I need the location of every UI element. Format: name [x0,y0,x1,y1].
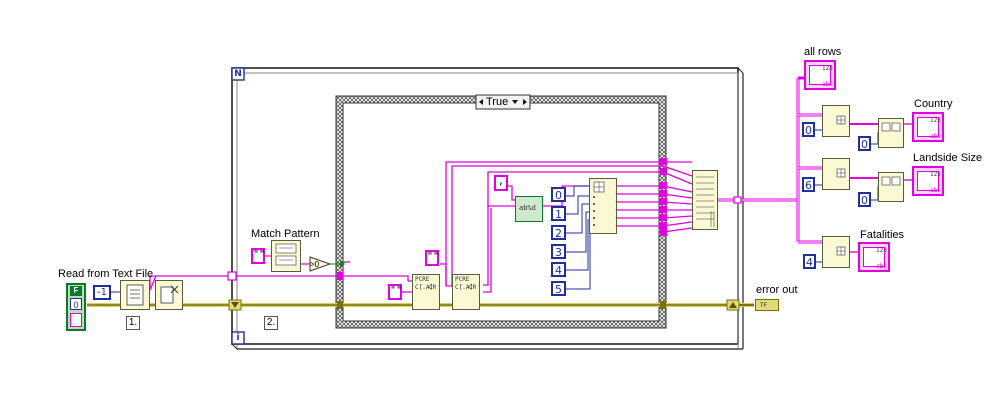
all-rows-indicator[interactable]: 123 abc [804,60,836,90]
fatalities-label: Fatalities [860,229,905,241]
fatalities-indicator[interactable]: 123 abc [858,242,890,272]
match-pattern-icon [275,243,297,266]
landside-123: 123 [930,171,941,178]
pcre-label-1: PCRE [415,276,430,283]
spreadsheet-string-to-array-function[interactable]: ab%d [515,196,543,222]
loop-iteration-terminal[interactable] [231,331,245,345]
row-index-country-constant[interactable]: 0 [802,122,815,137]
fatalities-abc: abc [876,263,887,270]
pcre-pattern-string[interactable]: "" [388,284,402,300]
index-col-country[interactable] [878,118,904,148]
pcre-search-string[interactable]: "" [425,250,439,266]
case-selector[interactable] [475,94,531,110]
pcre-label-2: PCRE [455,276,470,283]
index-constant-4[interactable]: 4 [551,262,566,277]
greater-than-zero-function[interactable] [309,256,331,272]
row-index-fatalities-constant[interactable]: 4 [803,254,816,269]
col-index-landside-constant[interactable]: 0 [858,192,871,207]
match-pattern-search-string[interactable]: "" [251,248,265,264]
close-file-icon [160,285,179,304]
index-icon-country [836,115,846,125]
country-abc: abc [930,133,941,140]
pcre-label-1b: C[.A] [415,284,434,291]
index-icon-landside [836,168,846,178]
match-pattern-function[interactable] [271,240,301,272]
greater-than-zero-text: >0 [310,260,320,269]
index-constant-1[interactable]: 1 [551,206,566,221]
index-row-country[interactable] [822,105,850,137]
landside-size-label: Landside Size [913,152,983,164]
index-array-function[interactable] [589,178,617,234]
all-rows-123: 123 [822,65,833,72]
all-rows-abc: abc [822,81,833,88]
pcre-label-1c: CR [429,284,437,291]
error-source-string [70,313,82,327]
close-file-function[interactable] [155,280,183,310]
loop-iteration-text: i [236,333,240,343]
country-123: 123 [930,117,941,124]
error-code-number: 0 [70,298,82,310]
pcre-replace-function-1[interactable]: PCRE C[.A] CR [412,274,440,310]
sequence-frame-2: 2. [264,316,278,330]
read-from-text-file-label: Read from Text File [58,268,154,280]
index-constant-2[interactable]: 2 [551,225,566,240]
error-status-boolean: F [70,286,82,296]
pcre-replace-function-2[interactable]: PCRE C[.A] CR [452,274,480,310]
all-rows-label: all rows [804,46,842,58]
delimiter-string[interactable]: , [494,175,508,191]
index-array-icon [593,181,605,226]
case-selector-value[interactable]: True [486,96,509,108]
index-row-landside[interactable] [822,158,850,190]
loop-count-terminal[interactable] [231,67,245,81]
match-pattern-label: Match Pattern [251,228,320,240]
fatalities-123: 123 [876,247,887,254]
index-constant-5[interactable]: 5 [551,281,566,296]
build-array-function[interactable] [692,170,718,230]
document-icon [126,284,144,306]
array-output-wires[interactable] [718,76,912,253]
index-constant-0[interactable]: 0 [551,187,566,202]
spreadsheet-label: ab%d [519,204,536,212]
index-constant-3[interactable]: 3 [551,244,566,259]
index-col-landside[interactable] [878,172,904,202]
error-out-label: error out [756,284,798,296]
landside-abc: abc [930,187,941,194]
pcre-label-2c: CR [469,284,477,291]
row-index-landside-constant[interactable]: 6 [802,177,815,192]
error-out-indicator[interactable]: TF [755,299,779,311]
loop-count-text: N [234,69,242,79]
pcre-label-2b: C[.A] [455,284,474,291]
sequence-frame-1: 1. [126,316,140,330]
index-col-icon-landside [881,176,901,186]
error-out-icon-text: TF [760,302,768,309]
country-label: Country [914,98,953,110]
read-from-text-file-function[interactable] [120,280,150,310]
index-icon-fatalities [836,246,846,256]
index-col-icon-country [881,122,901,132]
landside-size-indicator[interactable]: 123 abc [912,166,944,196]
build-array-icon [696,176,715,227]
index-row-fatalities[interactable] [822,236,850,268]
col-index-country-constant[interactable]: 0 [858,136,871,151]
case-selector-terminal[interactable] [340,260,345,268]
count-constant-minus-one[interactable]: -1 [93,285,111,300]
country-indicator[interactable]: 123 abc [912,112,944,142]
error-in-cluster[interactable]: F 0 [66,283,86,331]
